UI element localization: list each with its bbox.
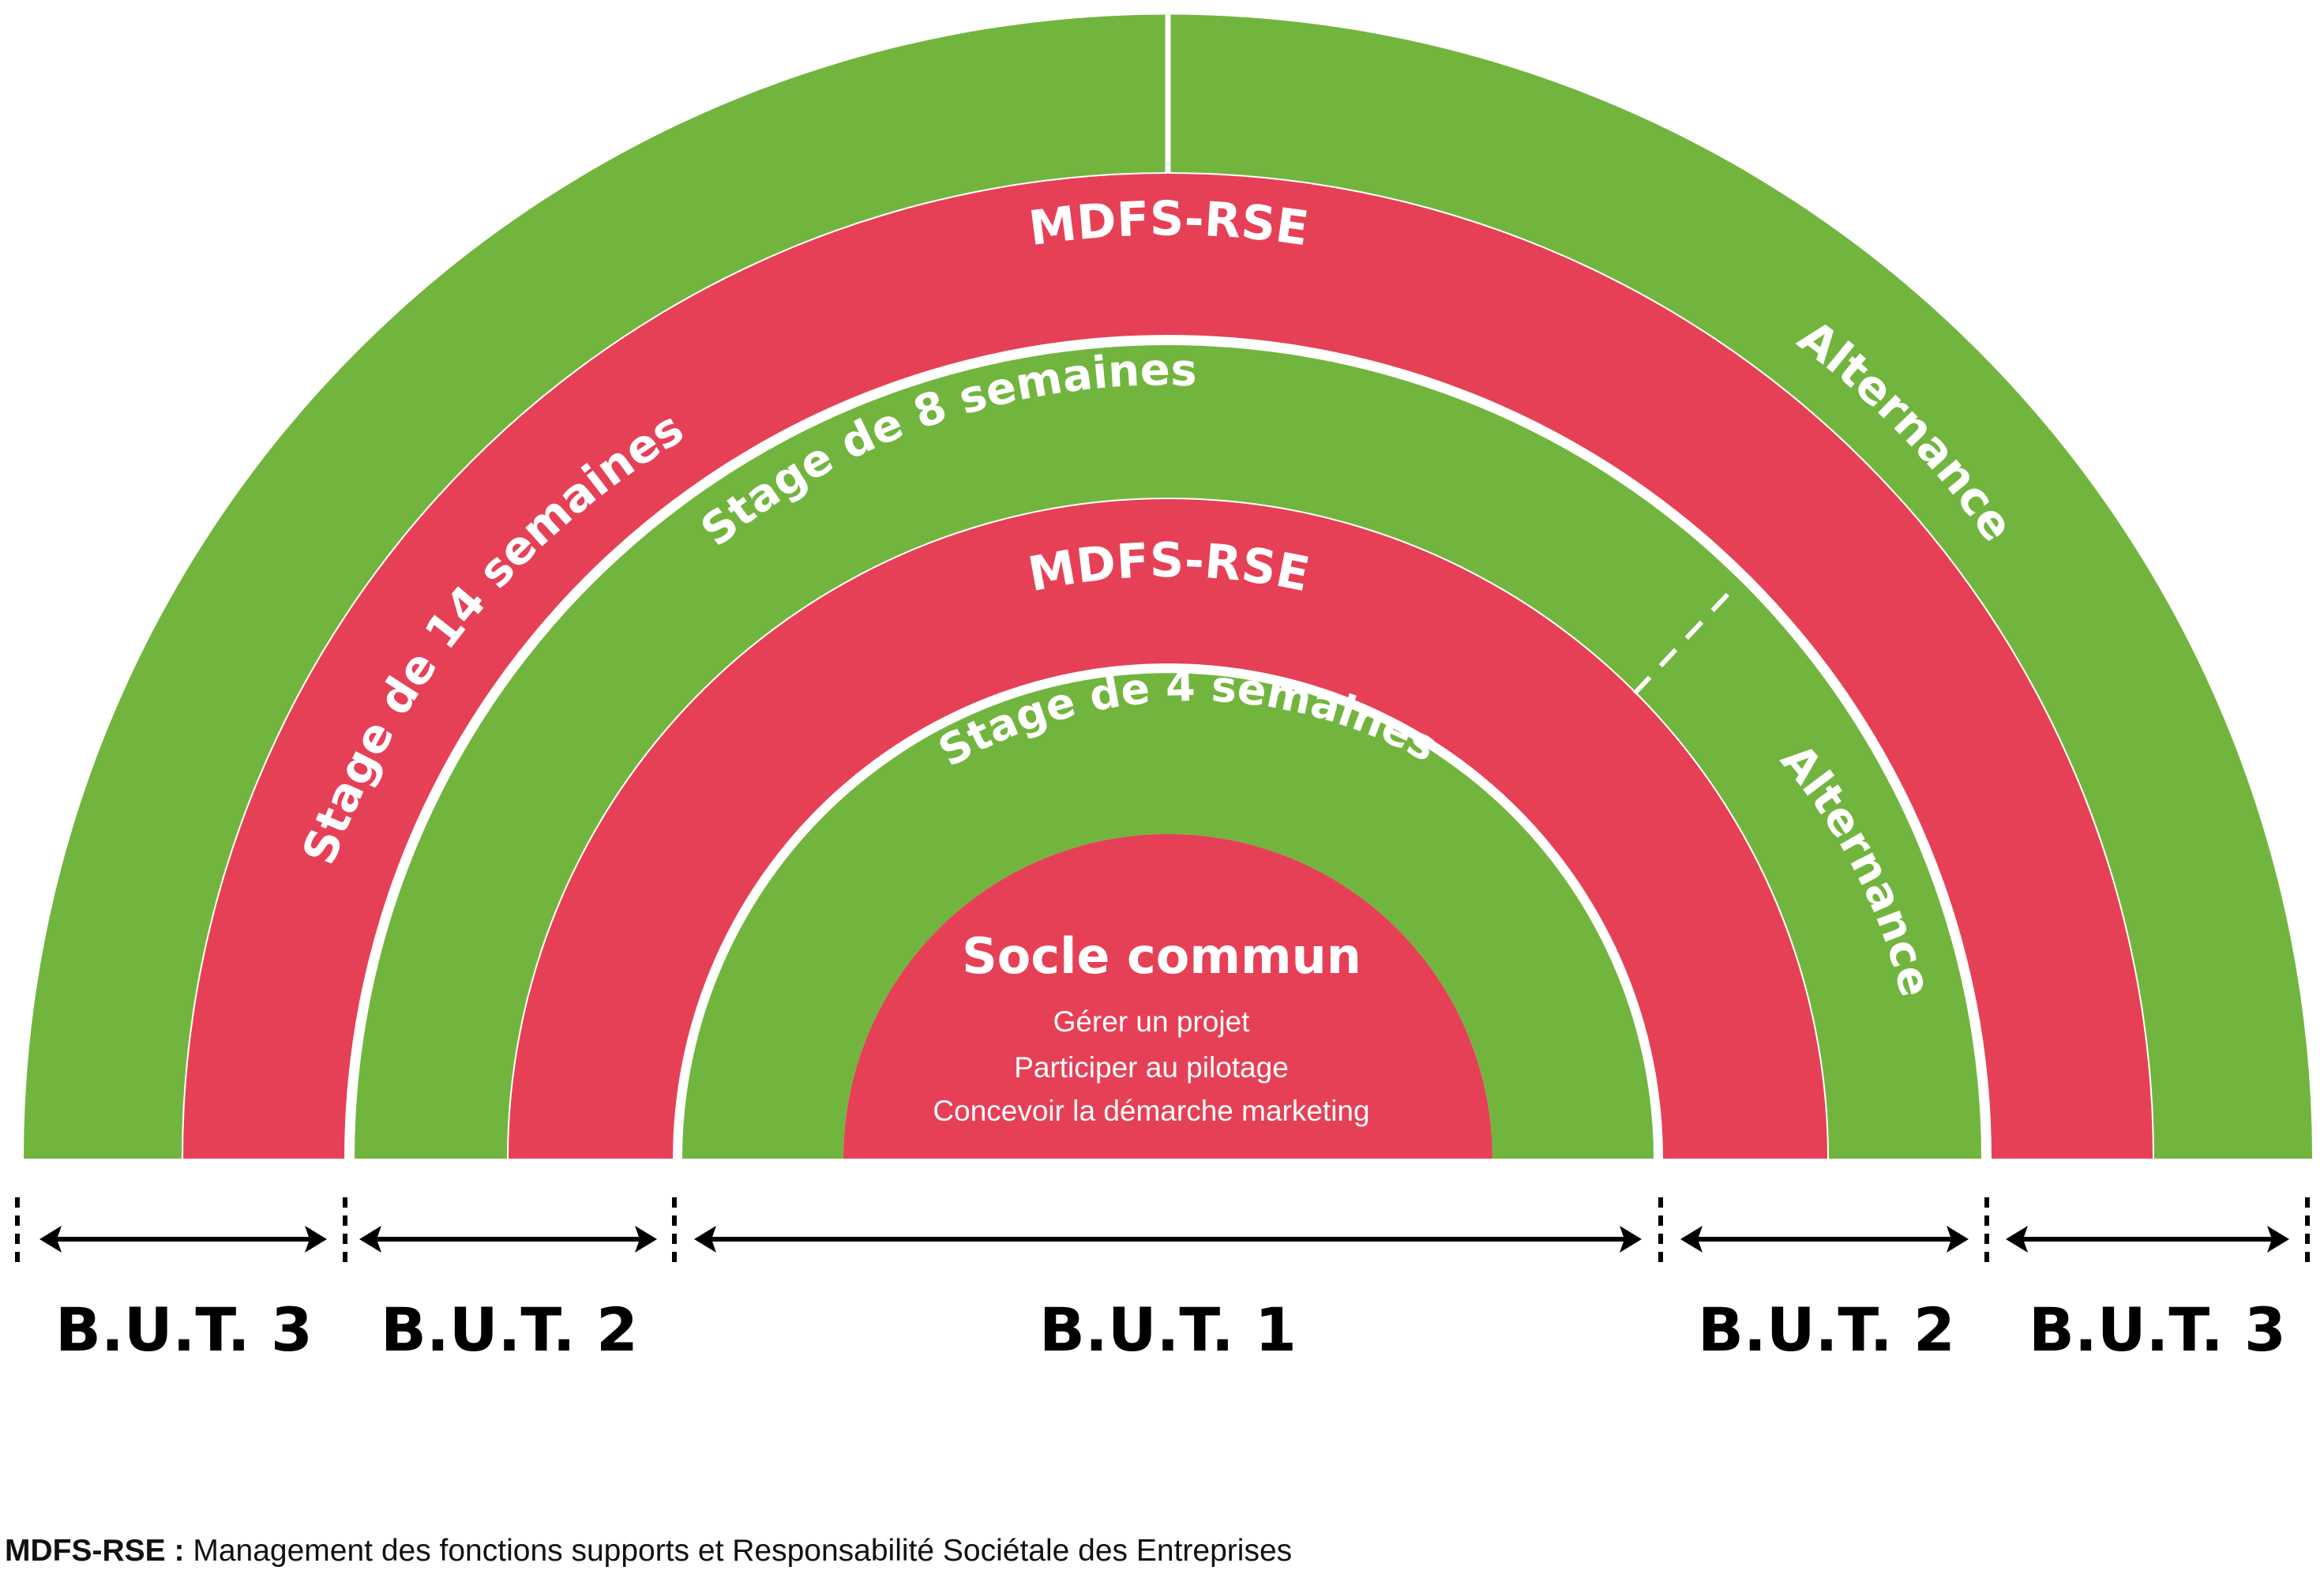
ring-5-band	[682, 673, 1654, 1159]
timeline-label-but2-left: B.U.T. 2	[381, 1294, 638, 1365]
arrowhead-left-icon	[2006, 1226, 2028, 1253]
timeline-label-but1: B.U.T. 1	[1039, 1294, 1297, 1365]
arrowhead-right-icon	[305, 1226, 327, 1253]
arrowhead-right-icon	[2267, 1226, 2289, 1253]
core-item-3: Concevoir la démarche marketing	[933, 1095, 1369, 1127]
arrowhead-left-icon	[694, 1226, 716, 1253]
arrowhead-left-icon	[359, 1226, 381, 1253]
timeline-label-but2-right: B.U.T. 2	[1698, 1294, 1955, 1365]
timeline-label-but3-left: B.U.T. 3	[55, 1294, 313, 1365]
core-item-1: Gérer un projet	[1053, 1005, 1251, 1038]
arrowhead-left-icon	[1680, 1226, 1703, 1253]
ring-1-band	[24, 14, 2312, 1159]
arrowhead-left-icon	[39, 1226, 62, 1253]
arrowhead-right-icon	[1620, 1226, 1642, 1253]
ring-4-band	[509, 499, 1827, 1159]
timeline-label-but3-right: B.U.T. 3	[2029, 1294, 2286, 1365]
footnote-abbreviation: MDFS-RSE :	[5, 1534, 185, 1568]
ring-3-dashed-divider	[1632, 586, 1736, 696]
core-item-2: Participer au pilotage	[1014, 1051, 1289, 1084]
core-semicircle	[843, 834, 1492, 1159]
ring-3-band	[355, 345, 1981, 1159]
arrowhead-right-icon	[1947, 1226, 1969, 1253]
ring-2-band	[183, 174, 2153, 1159]
core-title: Socle commun	[962, 927, 1361, 985]
footnote: MDFS-RSE : Management des fonctions supp…	[5, 1534, 1292, 1569]
footnote-text: Management des fonctions supports et Res…	[193, 1534, 1293, 1568]
arrowhead-right-icon	[635, 1226, 657, 1253]
